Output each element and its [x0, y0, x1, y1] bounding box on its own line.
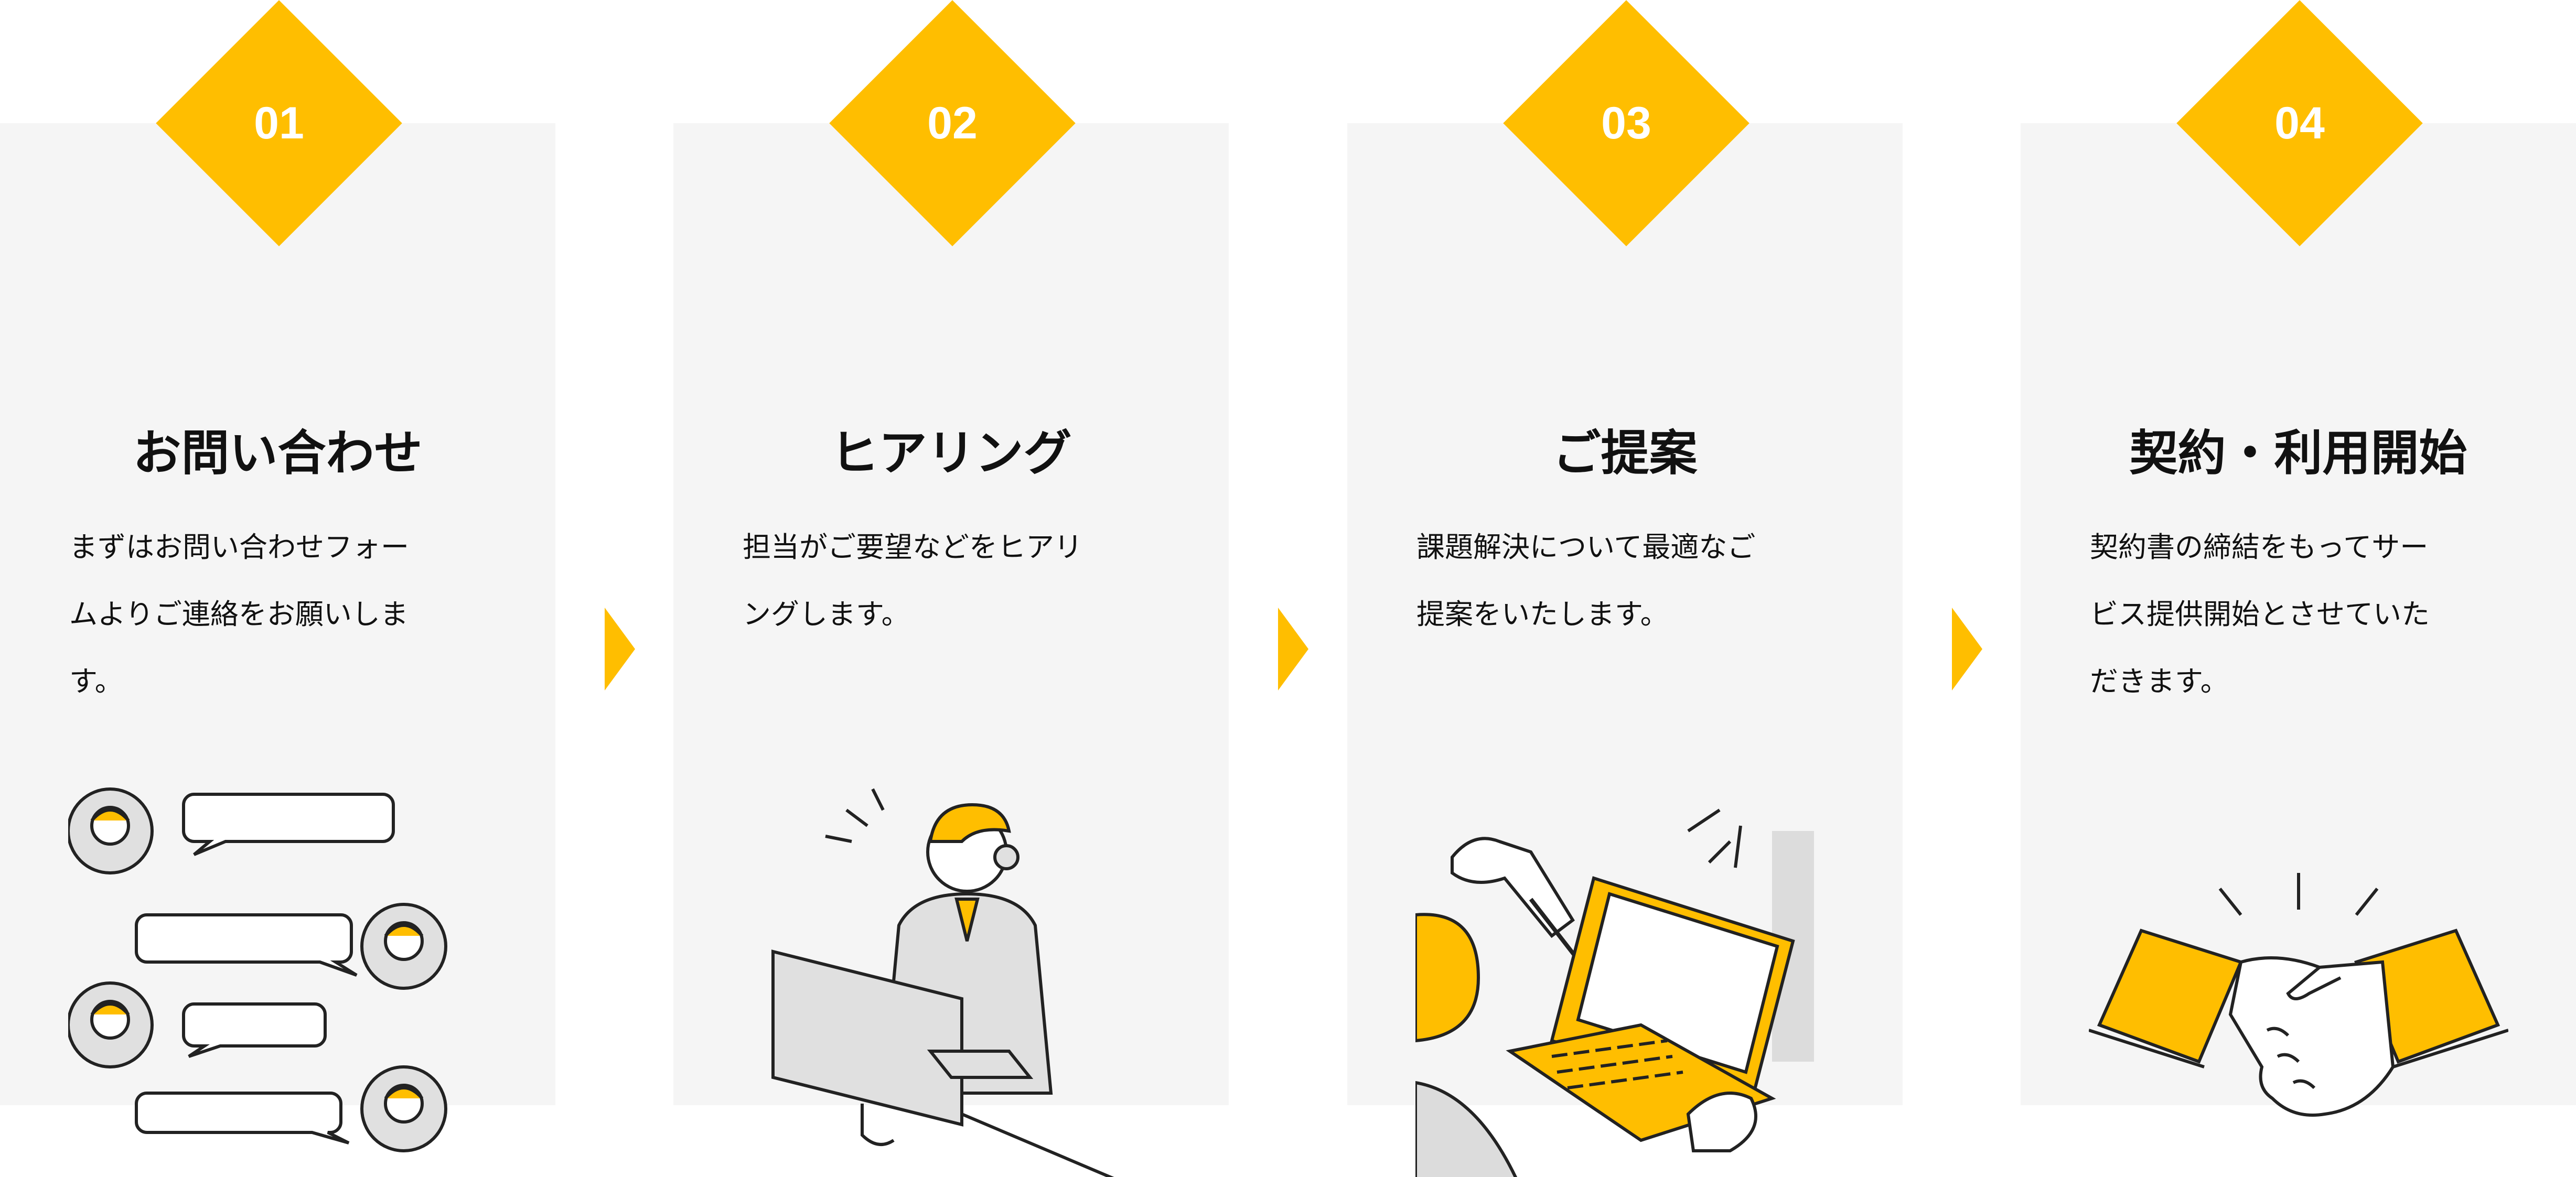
- step-number-badge-4: 04: [2176, 0, 2423, 246]
- step-title: お問い合わせ: [133, 425, 423, 481]
- chat-icon: [68, 787, 447, 1152]
- step-title: ヒアリング: [830, 425, 1072, 481]
- step-card-1: お問い合わせ まずはお問い合わせフォー ムよりご連絡をお願いしま す。: [0, 123, 555, 1152]
- handshake-icon: [2089, 873, 2508, 1117]
- step-description: 担当がご要望などをヒアリ ングします。: [743, 531, 1082, 631]
- step-number-badge-1: 01: [156, 0, 402, 246]
- step-title: 契約・利用開始: [2129, 425, 2467, 481]
- step-card-4: 契約・利用開始 契約書の締結をもってサー ビス提供開始とさせていた だきます。: [2021, 123, 2576, 1117]
- step-number: 03: [1601, 98, 1651, 148]
- step-description: まずはお問い合わせフォー ムよりご連絡をお願いしま す。: [69, 531, 409, 698]
- step-number: 01: [254, 98, 304, 148]
- laptop-proposal-icon: [1415, 808, 1814, 1177]
- step-card-3: ご提案 課題解決について最適なご 提案をいたします。: [1347, 123, 1903, 1177]
- step-number: 04: [2274, 98, 2325, 148]
- next-arrow-icon: [605, 608, 635, 690]
- next-arrow-icon: [1952, 608, 1982, 690]
- step-number: 02: [927, 98, 978, 148]
- step-description: 契約書の締結をもってサー ビス提供開始とさせていた だきます。: [2090, 531, 2430, 698]
- step-number-badge-2: 02: [829, 0, 1076, 246]
- step-card-2: ヒアリング 担当がご要望などをヒアリ ングします。: [673, 123, 1229, 1177]
- step-title: ご提案: [1552, 425, 1698, 481]
- step-description: 課題解決について最適なご 提案をいたします。: [1416, 531, 1756, 631]
- step-number-badge-3: 03: [1503, 0, 1749, 246]
- next-arrow-icon: [1278, 608, 1308, 690]
- operator-icon: [771, 788, 1114, 1177]
